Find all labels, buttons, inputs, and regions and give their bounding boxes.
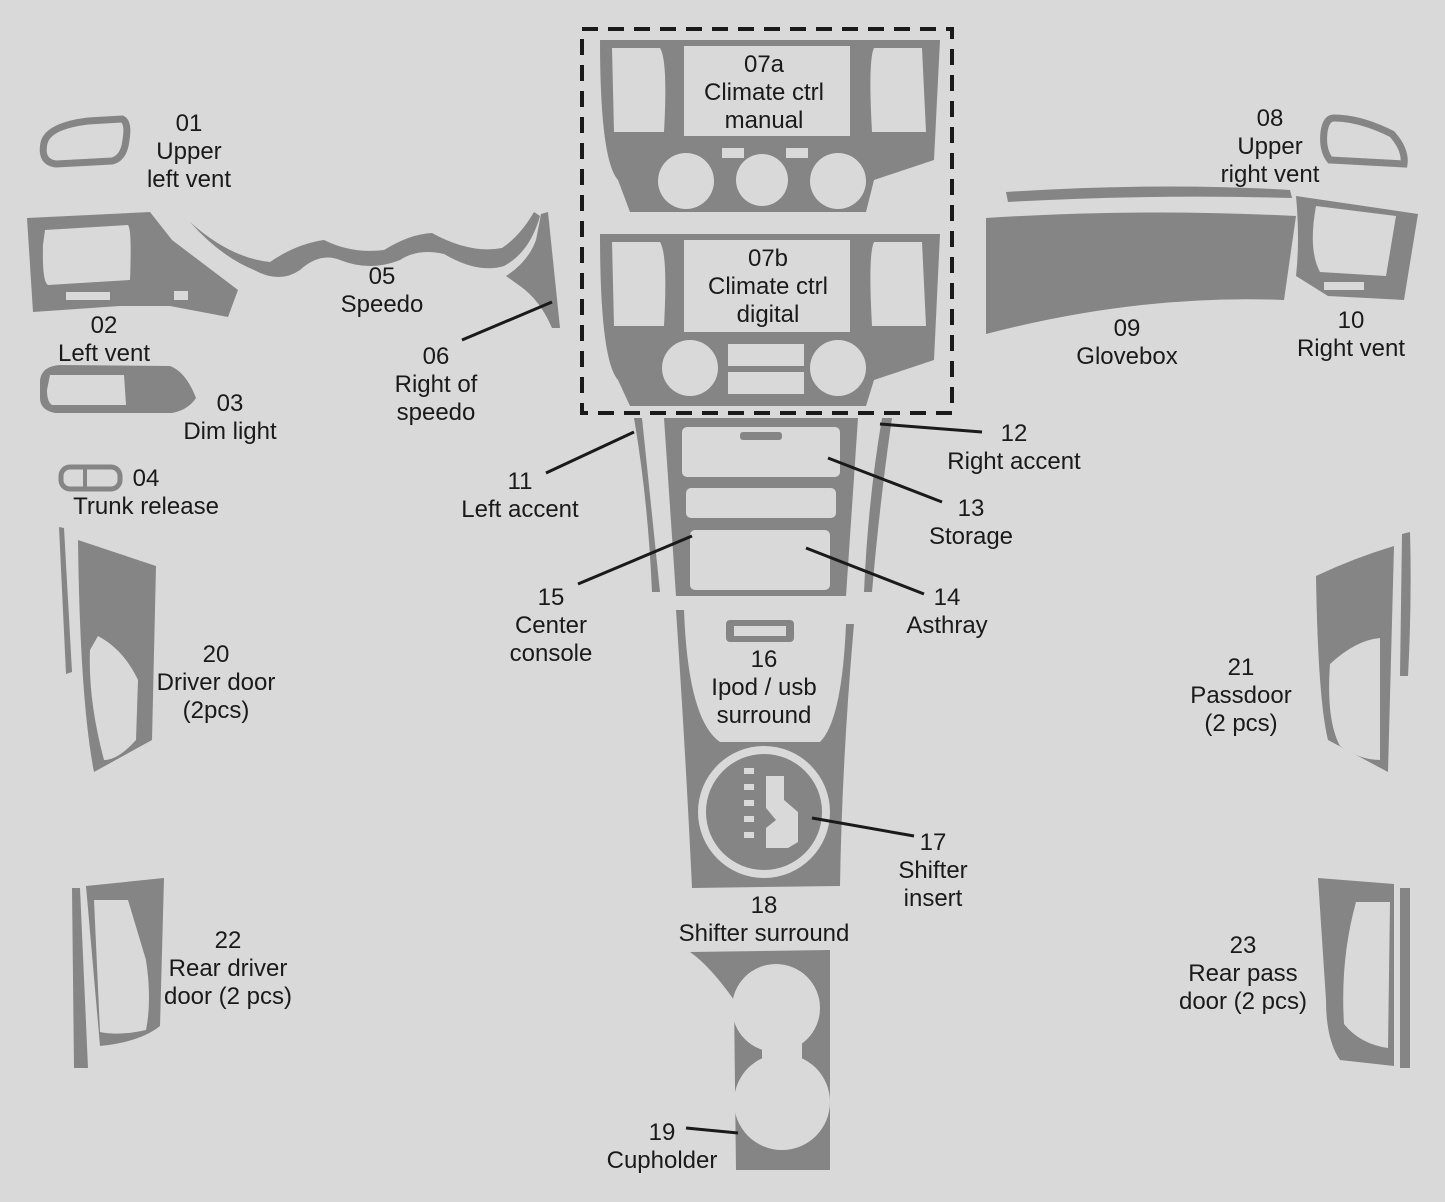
leader-19 bbox=[685, 1126, 739, 1135]
label-17: 17 Shifter insert bbox=[898, 829, 968, 912]
part-18-shifter-surround bbox=[676, 610, 854, 888]
label-09: 09 Glovebox bbox=[1076, 315, 1178, 370]
label-15: 15 Center console bbox=[509, 584, 593, 667]
part-09-glovebox bbox=[986, 186, 1296, 334]
part-11-left-accent bbox=[634, 418, 660, 592]
part-22-rear-driver-door bbox=[72, 878, 164, 1068]
part-10-right-vent bbox=[1296, 196, 1418, 300]
label-05: 05 Speedo bbox=[340, 263, 424, 318]
label-23: 23 Rear pass door (2 pcs) bbox=[1178, 932, 1308, 1015]
part-01-upper-left-vent bbox=[39, 115, 131, 168]
part-08-upper-right-vent bbox=[1320, 114, 1408, 168]
label-21: 21 Passdoor (2 pcs) bbox=[1190, 654, 1292, 737]
climate-option-box bbox=[580, 27, 954, 415]
part-16-ipod-usb-surround bbox=[726, 620, 794, 642]
leader-14 bbox=[805, 546, 925, 596]
label-14: 14 Asthray bbox=[906, 584, 988, 639]
part-03-dim-light bbox=[40, 365, 196, 413]
label-18: 18 Shifter surround bbox=[678, 892, 850, 947]
label-11: 11 Left accent bbox=[461, 468, 579, 523]
label-01: 01 Upper left vent bbox=[146, 110, 232, 193]
part-07a-climate-ctrl-manual bbox=[600, 40, 940, 212]
label-02: 02 Left vent bbox=[57, 312, 151, 367]
label-16: 16 Ipod / usb surround bbox=[711, 646, 817, 729]
label-03: 03 Dim light bbox=[183, 390, 277, 445]
part-06-right-of-speedo bbox=[506, 212, 560, 328]
leader-11 bbox=[545, 430, 635, 475]
part-19-cupholder bbox=[690, 950, 830, 1170]
label-07b: 07b Climate ctrl digital bbox=[707, 245, 829, 328]
leader-13 bbox=[827, 456, 943, 504]
label-10: 10 Right vent bbox=[1296, 307, 1406, 362]
label-07a: 07a Climate ctrl manual bbox=[703, 51, 825, 134]
leader-12 bbox=[879, 422, 983, 434]
part-21-passdoor bbox=[1316, 532, 1411, 772]
label-08: 08 Upper right vent bbox=[1220, 105, 1320, 188]
part-12-right-accent bbox=[864, 418, 892, 592]
part-04-trunk-release bbox=[58, 464, 123, 492]
label-22: 22 Rear driver door (2 pcs) bbox=[163, 927, 293, 1010]
leader-17 bbox=[811, 816, 915, 838]
leader-15 bbox=[577, 534, 693, 586]
label-06: 06 Right of speedo bbox=[394, 343, 478, 426]
label-20: 20 Driver door (2pcs) bbox=[156, 641, 276, 724]
leader-lines bbox=[461, 300, 983, 1135]
label-04: 04 Trunk release bbox=[73, 465, 219, 520]
leader-06 bbox=[461, 300, 553, 342]
label-13: 13 Storage bbox=[928, 495, 1014, 550]
label-19: 19 Cupholder bbox=[606, 1119, 718, 1174]
part-20-driver-door bbox=[59, 527, 156, 772]
part-02-left-vent bbox=[27, 212, 238, 317]
part-15-center-console bbox=[664, 418, 858, 596]
part-07b-climate-ctrl-digital bbox=[600, 234, 940, 406]
part-05-speedo bbox=[190, 212, 540, 277]
label-12: 12 Right accent bbox=[947, 420, 1081, 475]
part-23-rear-pass-door bbox=[1318, 878, 1410, 1068]
